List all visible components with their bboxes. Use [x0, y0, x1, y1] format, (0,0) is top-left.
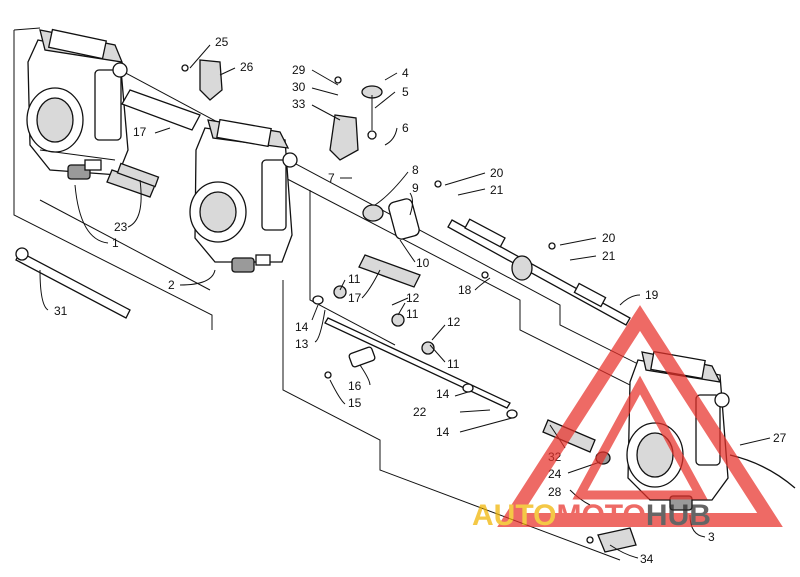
watermark-logo: AUTOMOTOHUB [472, 305, 783, 532]
callout-14a: 14 [295, 320, 309, 334]
callout-1: 1 [112, 236, 119, 250]
callout-11a: 11 [348, 272, 361, 286]
callout-4: 4 [402, 66, 409, 80]
callout-30: 30 [292, 80, 306, 94]
callout-17b: 17 [348, 291, 362, 305]
watermark-text-hub: HUB [646, 499, 711, 532]
callout-10: 10 [416, 256, 430, 270]
carburetor-2 [189, 118, 298, 273]
watermark-triangle-icon [497, 305, 783, 527]
callout-21a: 21 [490, 183, 504, 197]
callout-20a: 20 [490, 166, 504, 180]
callout-20b: 20 [602, 231, 616, 245]
callout-8: 8 [412, 163, 419, 177]
svg-text:AUTOMOTOHUB: AUTOMOTOHUB [472, 499, 711, 532]
callout-12b: 12 [447, 315, 461, 329]
callout-labels: 1 2 3 4 5 6 7 8 9 10 11 11 11 12 12 13 1… [54, 35, 787, 566]
callout-7: 7 [328, 171, 335, 185]
callout-11b: 11 [406, 307, 419, 321]
callout-5: 5 [402, 85, 409, 99]
callout-18: 18 [458, 283, 472, 297]
leader-lines [39, 44, 771, 559]
watermark-text-auto: AUTO [472, 499, 556, 532]
callout-14c: 14 [436, 425, 450, 439]
callout-3: 3 [708, 530, 715, 544]
callout-9: 9 [412, 181, 419, 195]
callout-26: 26 [240, 60, 254, 74]
callout-14b: 14 [436, 387, 450, 401]
assembly-frame-lines [13, 27, 641, 561]
callout-2: 2 [168, 278, 175, 292]
callout-17a: 17 [133, 125, 147, 139]
watermark-text-moto: MOTO [556, 499, 645, 532]
callout-24: 24 [548, 467, 562, 481]
callout-31: 31 [54, 304, 68, 318]
callout-13: 13 [295, 337, 309, 351]
callout-33: 33 [292, 97, 306, 111]
callout-19: 19 [645, 288, 659, 302]
callout-15: 15 [348, 396, 362, 410]
callout-23: 23 [114, 220, 128, 234]
callout-12a: 12 [406, 291, 420, 305]
callout-16: 16 [348, 379, 362, 393]
carburetor-1 [26, 28, 129, 180]
callout-21b: 21 [602, 249, 616, 263]
callout-34: 34 [640, 552, 654, 566]
callout-22: 22 [413, 405, 427, 419]
callout-29: 29 [292, 63, 306, 77]
callout-25: 25 [215, 35, 229, 49]
callout-27: 27 [773, 431, 787, 445]
callout-11c: 11 [447, 357, 460, 371]
watermark-inner-triangle-icon [572, 375, 708, 500]
callout-28: 28 [548, 485, 562, 499]
callout-6: 6 [402, 121, 409, 135]
